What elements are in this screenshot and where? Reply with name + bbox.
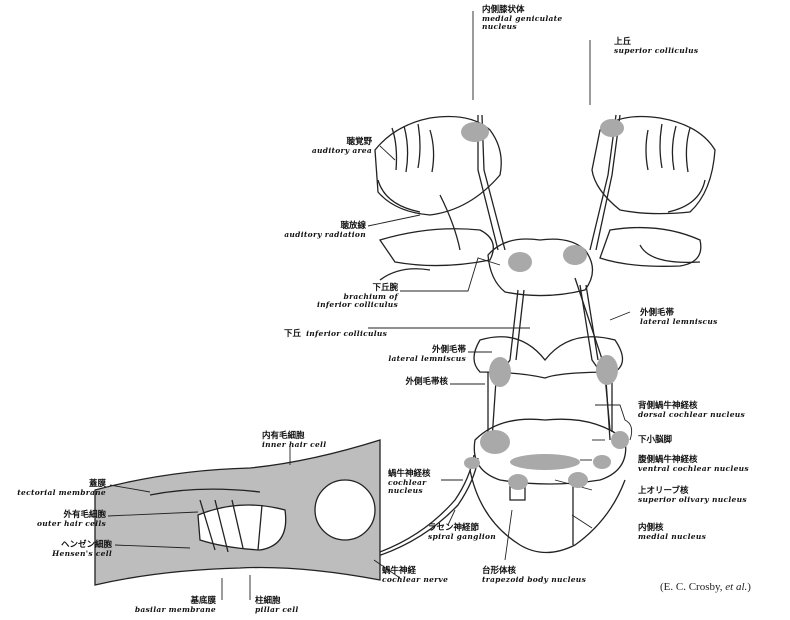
label-inferior-colliculus-en: inferior colliculus <box>306 329 387 338</box>
label-spiral-ganglion-en: spiral ganglion <box>428 533 496 541</box>
label-cochlear-nerve: 蝸牛神経 cochlear nerve <box>382 567 448 584</box>
label-trapezoid-en: trapezoid body nucleus <box>482 576 586 584</box>
nuclei-shading <box>461 119 629 490</box>
label-auditory-area: 聴覚野 auditory area <box>290 138 372 155</box>
credit-main: (E. C. Crosby, <box>660 581 725 593</box>
label-pillar-en: pillar cell <box>255 606 299 614</box>
label-cochlear-nerve-en: cochlear nerve <box>382 576 448 584</box>
cochlea-panel <box>95 440 380 585</box>
label-brachium-en2: inferior colliculus <box>290 301 398 309</box>
label-superior-olivary-en: superior olivary nucleus <box>638 496 747 504</box>
credit-italic: et al. <box>725 581 747 593</box>
label-pillar: 柱細胞 pillar cell <box>255 597 299 614</box>
label-lateral-lemniscus-left: 外側毛帯 lateral lemniscus <box>372 346 466 363</box>
label-outer-hair-en: outer hair cells <box>6 520 106 528</box>
label-inner-hair-cell: 内有毛細胞 inner hair cell <box>262 432 326 449</box>
label-hensen: ヘンゼン細胞 Hensen's cell <box>2 541 112 558</box>
label-medial-nucleus: 内側核 medial nucleus <box>638 524 706 541</box>
label-cochlear-nucleus: 蝸牛神経核 cochlear nucleus <box>388 470 431 495</box>
credit-end: ) <box>747 581 751 593</box>
label-tectorial-en: tectorial membrane <box>6 489 106 497</box>
label-lateral-lemniscus-nucleus-jp: 外側毛帯核 <box>360 378 448 387</box>
label-cochlear-nucleus-en2: nucleus <box>388 487 431 495</box>
label-lateral-lemniscus-nucleus: 外側毛帯核 <box>360 378 448 387</box>
label-outer-hair: 外有毛細胞 outer hair cells <box>6 511 106 528</box>
label-inferior-cerebellar: 下小脳脚 <box>638 436 672 445</box>
label-superior-colliculus: 上丘 superior colliculus <box>614 38 698 55</box>
label-dorsal-cochlear-en: dorsal cochlear nucleus <box>638 411 745 419</box>
label-inferior-cerebellar-jp: 下小脳脚 <box>638 436 672 445</box>
label-lateral-lemniscus-right: 外側毛帯 lateral lemniscus <box>640 309 718 326</box>
label-tectorial: 蓋膜 tectorial membrane <box>6 480 106 497</box>
label-inferior-colliculus: 下丘 inferior colliculus <box>284 323 387 340</box>
right-cortex-section <box>592 117 715 267</box>
label-brachium: 下丘腕 brachium of inferior colliculus <box>290 284 398 309</box>
label-auditory-radiation: 聴放線 auditory radiation <box>262 222 366 239</box>
credit-text: (E. C. Crosby, et al.) <box>660 581 751 593</box>
label-superior-olivary: 上オリーブ核 superior olivary nucleus <box>638 487 747 504</box>
label-basilar: 基底膜 basilar membrane <box>120 597 216 614</box>
label-medial-geniculate: 内側膝状体 medial geniculate nucleus <box>482 6 563 31</box>
label-spiral-ganglion: ラセン神経節 spiral ganglion <box>428 524 496 541</box>
label-hensen-en: Hensen's cell <box>2 550 112 558</box>
label-lateral-lemniscus-left-en: lateral lemniscus <box>372 355 466 363</box>
label-basilar-en: basilar membrane <box>120 606 216 614</box>
label-inferior-colliculus-jp: 下丘 <box>284 329 301 339</box>
label-lateral-lemniscus-right-en: lateral lemniscus <box>640 318 718 326</box>
label-dorsal-cochlear: 背側蝸牛神経核 dorsal cochlear nucleus <box>638 402 745 419</box>
label-ventral-cochlear-en: ventral cochlear nucleus <box>638 465 749 473</box>
label-trapezoid: 台形体核 trapezoid body nucleus <box>482 567 586 584</box>
label-medial-geniculate-en2: nucleus <box>482 23 563 31</box>
label-superior-colliculus-en: superior colliculus <box>614 47 698 55</box>
label-inner-hair-cell-en: inner hair cell <box>262 441 326 449</box>
label-medial-nucleus-en: medial nucleus <box>638 533 706 541</box>
label-ventral-cochlear: 腹側蝸牛神経核 ventral cochlear nucleus <box>638 456 749 473</box>
label-auditory-area-en: auditory area <box>290 147 372 155</box>
label-auditory-radiation-en: auditory radiation <box>262 231 366 239</box>
